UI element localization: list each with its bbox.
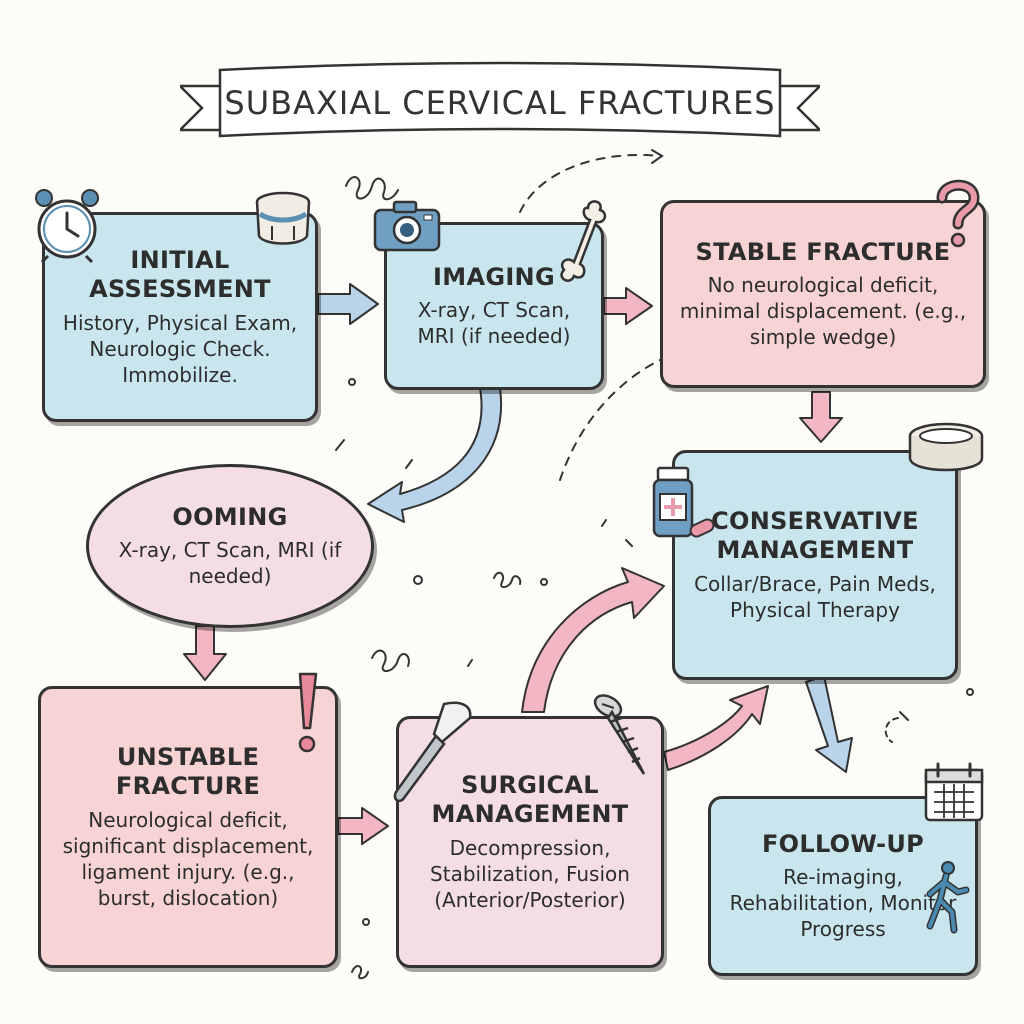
node-body: Neurological deficit, significant displa… — [62, 807, 314, 910]
arrow-ooming-to-unstable — [183, 625, 227, 681]
node-body: X-ray, CT Scan, MRI (if needed) — [118, 538, 342, 589]
walking-person-icon — [926, 861, 970, 934]
dashed-curve-doodle-2 — [559, 359, 661, 481]
arrow-initial-to-imaging — [317, 283, 379, 325]
arrow-surgical-to-conservative-upper — [521, 567, 665, 713]
node-title: OOMING — [172, 502, 288, 531]
title-banner: SUBAXIAL CERVICAL FRACTURES — [180, 60, 820, 146]
node-imaging: IMAGING X-ray, CT Scan, MRI (if needed) — [384, 222, 604, 390]
arrow-surgical-to-conservative-lower — [663, 685, 769, 771]
calendar-icon — [924, 762, 984, 822]
swirl-doodle-2 — [371, 649, 410, 672]
clock-icon — [35, 189, 99, 264]
node-title: CONSERVATIVE MANAGEMENT — [711, 507, 919, 564]
node-body: Decompression, Stabilization, Fusion (An… — [430, 835, 630, 912]
node-surgical-management: SURGICAL MANAGEMENT Decompression, Stabi… — [396, 716, 664, 968]
arrow-imaging-to-stable — [603, 287, 653, 325]
node-title: FOLLOW-UP — [761, 829, 925, 858]
screw-icon — [593, 694, 646, 775]
node-conservative-management: CONSERVATIVE MANAGEMENT Collar/Brace, Pa… — [672, 450, 958, 680]
arrow-imaging-to-ooming — [367, 387, 503, 523]
dashed-doodle-3 — [884, 717, 899, 743]
node-initial-assessment: INITIAL ASSESSMENT History, Physical Exa… — [42, 212, 318, 422]
node-unstable-fracture: UNSTABLE FRACTURE Neurological deficit, … — [38, 686, 338, 968]
collar-ring-icon — [908, 422, 984, 472]
arrow-unstable-to-surgical — [337, 807, 389, 845]
question-mark-icon — [936, 179, 980, 248]
arrow-conservative-to-followup — [805, 675, 853, 773]
swirl-doodle — [345, 176, 399, 201]
node-title: STABLE FRACTURE — [695, 237, 951, 266]
bone-icon — [560, 200, 607, 282]
camera-icon — [373, 200, 441, 252]
node-stable-fracture: STABLE FRACTURE No neurological deficit,… — [660, 200, 986, 388]
node-title: IMAGING — [433, 262, 555, 291]
node-body: History, Physical Exam, Neurologic Check… — [62, 310, 298, 387]
node-follow-up: FOLLOW-UP Re-imaging, Rehabilitation, Mo… — [708, 796, 978, 976]
node-body: No neurological deficit, minimal displac… — [679, 273, 967, 350]
squiggle-doodle — [351, 965, 369, 980]
scalpel-icon — [393, 701, 472, 803]
exclamation-icon — [298, 672, 318, 753]
dashed-curve-doodle — [519, 154, 661, 213]
arrow-stable-to-conservative — [799, 391, 843, 443]
medicine-bottle-icon — [652, 466, 715, 538]
node-body: X-ray, CT Scan, MRI (if needed) — [417, 298, 571, 349]
node-title: INITIAL ASSESSMENT — [89, 246, 271, 303]
neck-collar-icon — [255, 191, 311, 245]
swirl-doodle-3 — [493, 571, 522, 588]
node-ooming: OOMING X-ray, CT Scan, MRI (if needed) — [86, 464, 374, 628]
node-title: UNSTABLE FRACTURE — [115, 743, 261, 800]
node-body: Re-imaging, Rehabilitation, Monitor Prog… — [729, 865, 957, 942]
page-title: SUBAXIAL CERVICAL FRACTURES — [224, 84, 776, 122]
node-body: Collar/Brace, Pain Meds, Physical Therap… — [694, 571, 936, 622]
node-title: SURGICAL MANAGEMENT — [431, 771, 629, 828]
